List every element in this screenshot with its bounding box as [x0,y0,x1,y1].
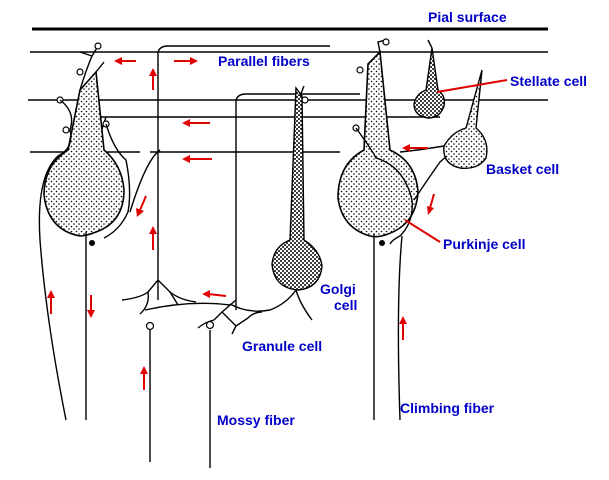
arrow-left-basket [402,144,428,152]
arrow-diag-left-purkinje [136,195,147,217]
arrow-left-pf-lower [182,155,212,163]
label-pointer-lines [404,79,508,243]
left-purkinje-cell [38,42,161,421]
mossy-fibers [144,302,231,468]
arrow-up-granule-axon-top [149,68,157,90]
label-mossy-fiber: Mossy fiber [217,412,295,428]
arrow-down-left-purkinje-axon [87,295,95,318]
basket-cell [399,69,488,169]
arrow-right-pf-top [174,57,198,65]
signal-direction-arrows [47,57,435,390]
granule-ascending-axons [157,45,360,310]
golgi-cell [229,85,323,321]
arrow-up-mossy [140,366,148,390]
label-pial-surface: Pial surface [428,9,507,25]
label-basket-cell: Basket cell [486,161,559,177]
arrow-left-golgi-granule [202,290,227,298]
label-parallel-fibers: Parallel fibers [218,53,310,69]
label-purkinje-cell: Purkinje cell [443,236,525,252]
stellate-cell [413,39,446,119]
label-granule-cell: Granule cell [242,338,322,354]
arrow-up-granule-axon-mid [149,226,157,250]
label-golgi-cell-line2: cell [334,297,357,313]
arrow-left-pf-top [114,57,136,65]
arrow-up-right-climbing [399,316,407,340]
diagram-labels: Pial surface Parallel fibers Stellate ce… [217,9,587,428]
pointer-stellate [436,79,508,93]
pointer-purkinje [404,219,441,243]
label-golgi-cell-line1: Golgi [320,281,356,297]
arrow-diag-right-purkinje [427,193,435,215]
right-purkinje-cell [337,38,457,421]
label-stellate-cell: Stellate cell [510,73,587,89]
arrow-up-left-climbing [47,290,55,314]
granule-cell-bodies [121,278,263,335]
arrow-left-pf-mid [182,119,210,127]
label-climbing-fiber: Climbing fiber [400,400,495,416]
